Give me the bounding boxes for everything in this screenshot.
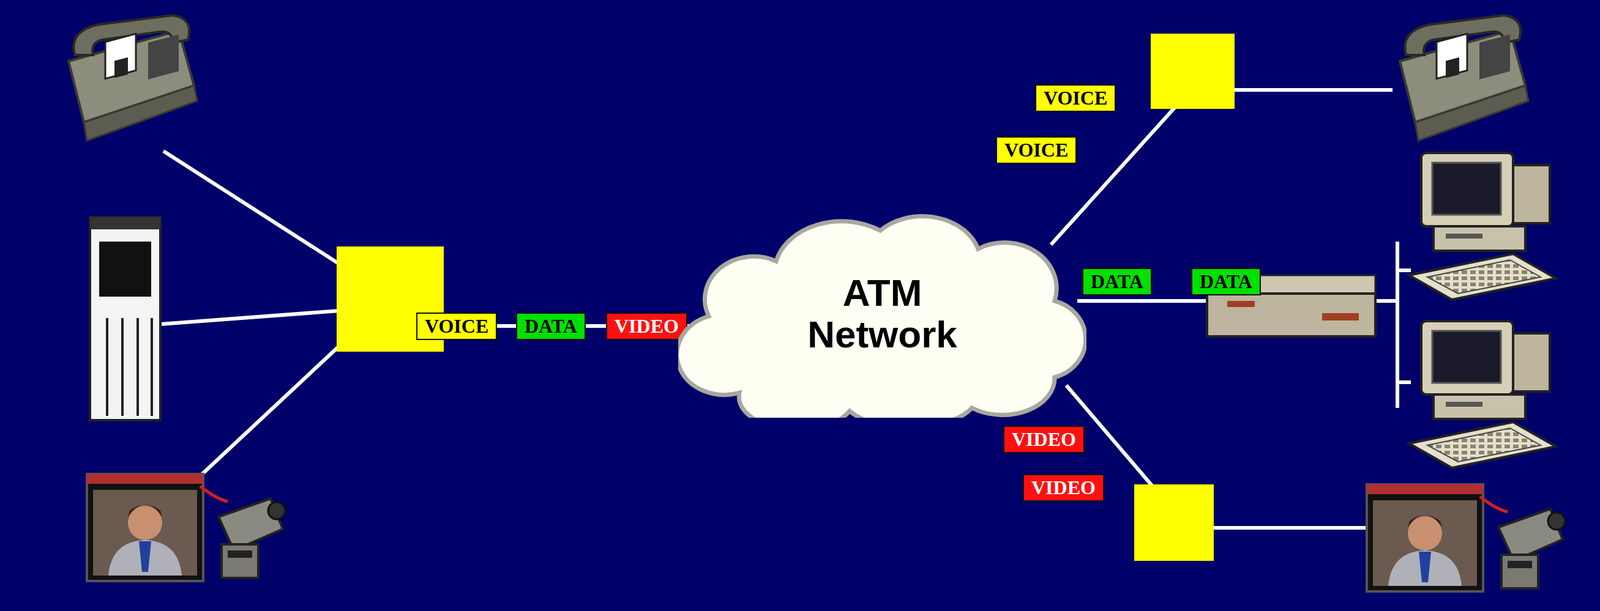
video-icon (86, 474, 286, 582)
traffic-tag: VOICE (1035, 84, 1116, 113)
tag-label: DATA (524, 315, 578, 338)
tag-label: VOICE (1043, 86, 1108, 109)
tag-label: VOICE (424, 315, 489, 338)
tag-label: VOICE (1004, 138, 1069, 161)
tag-label: DATA (1199, 270, 1253, 293)
network-cloud: ATM Network (678, 209, 1087, 419)
traffic-tag: VOICE (416, 312, 498, 341)
traffic-tag: DATA (1191, 268, 1261, 296)
switch-box (1150, 33, 1235, 109)
traffic-tag: DATA (1082, 268, 1152, 296)
traffic-tag: VOICE (995, 136, 1077, 165)
telephone-icon (68, 15, 198, 141)
tag-label: VIDEO (1031, 476, 1096, 499)
traffic-tag: VIDEO (1022, 474, 1105, 502)
traffic-tag: VIDEO (1003, 426, 1085, 454)
switch-box (1134, 484, 1214, 562)
computer-icon (1409, 153, 1556, 300)
traffic-tag: DATA (515, 312, 586, 341)
video-icon (1366, 484, 1566, 592)
link-line (160, 89, 1411, 529)
tag-label: VIDEO (1011, 428, 1077, 451)
server-icon (89, 217, 161, 421)
cloud-label: ATM Network (781, 271, 984, 356)
telephone-icon (1399, 15, 1529, 141)
tag-label: VIDEO (614, 315, 679, 338)
tag-label: DATA (1090, 270, 1144, 293)
traffic-tag: VIDEO (605, 312, 688, 341)
computer-icon (1409, 321, 1556, 469)
